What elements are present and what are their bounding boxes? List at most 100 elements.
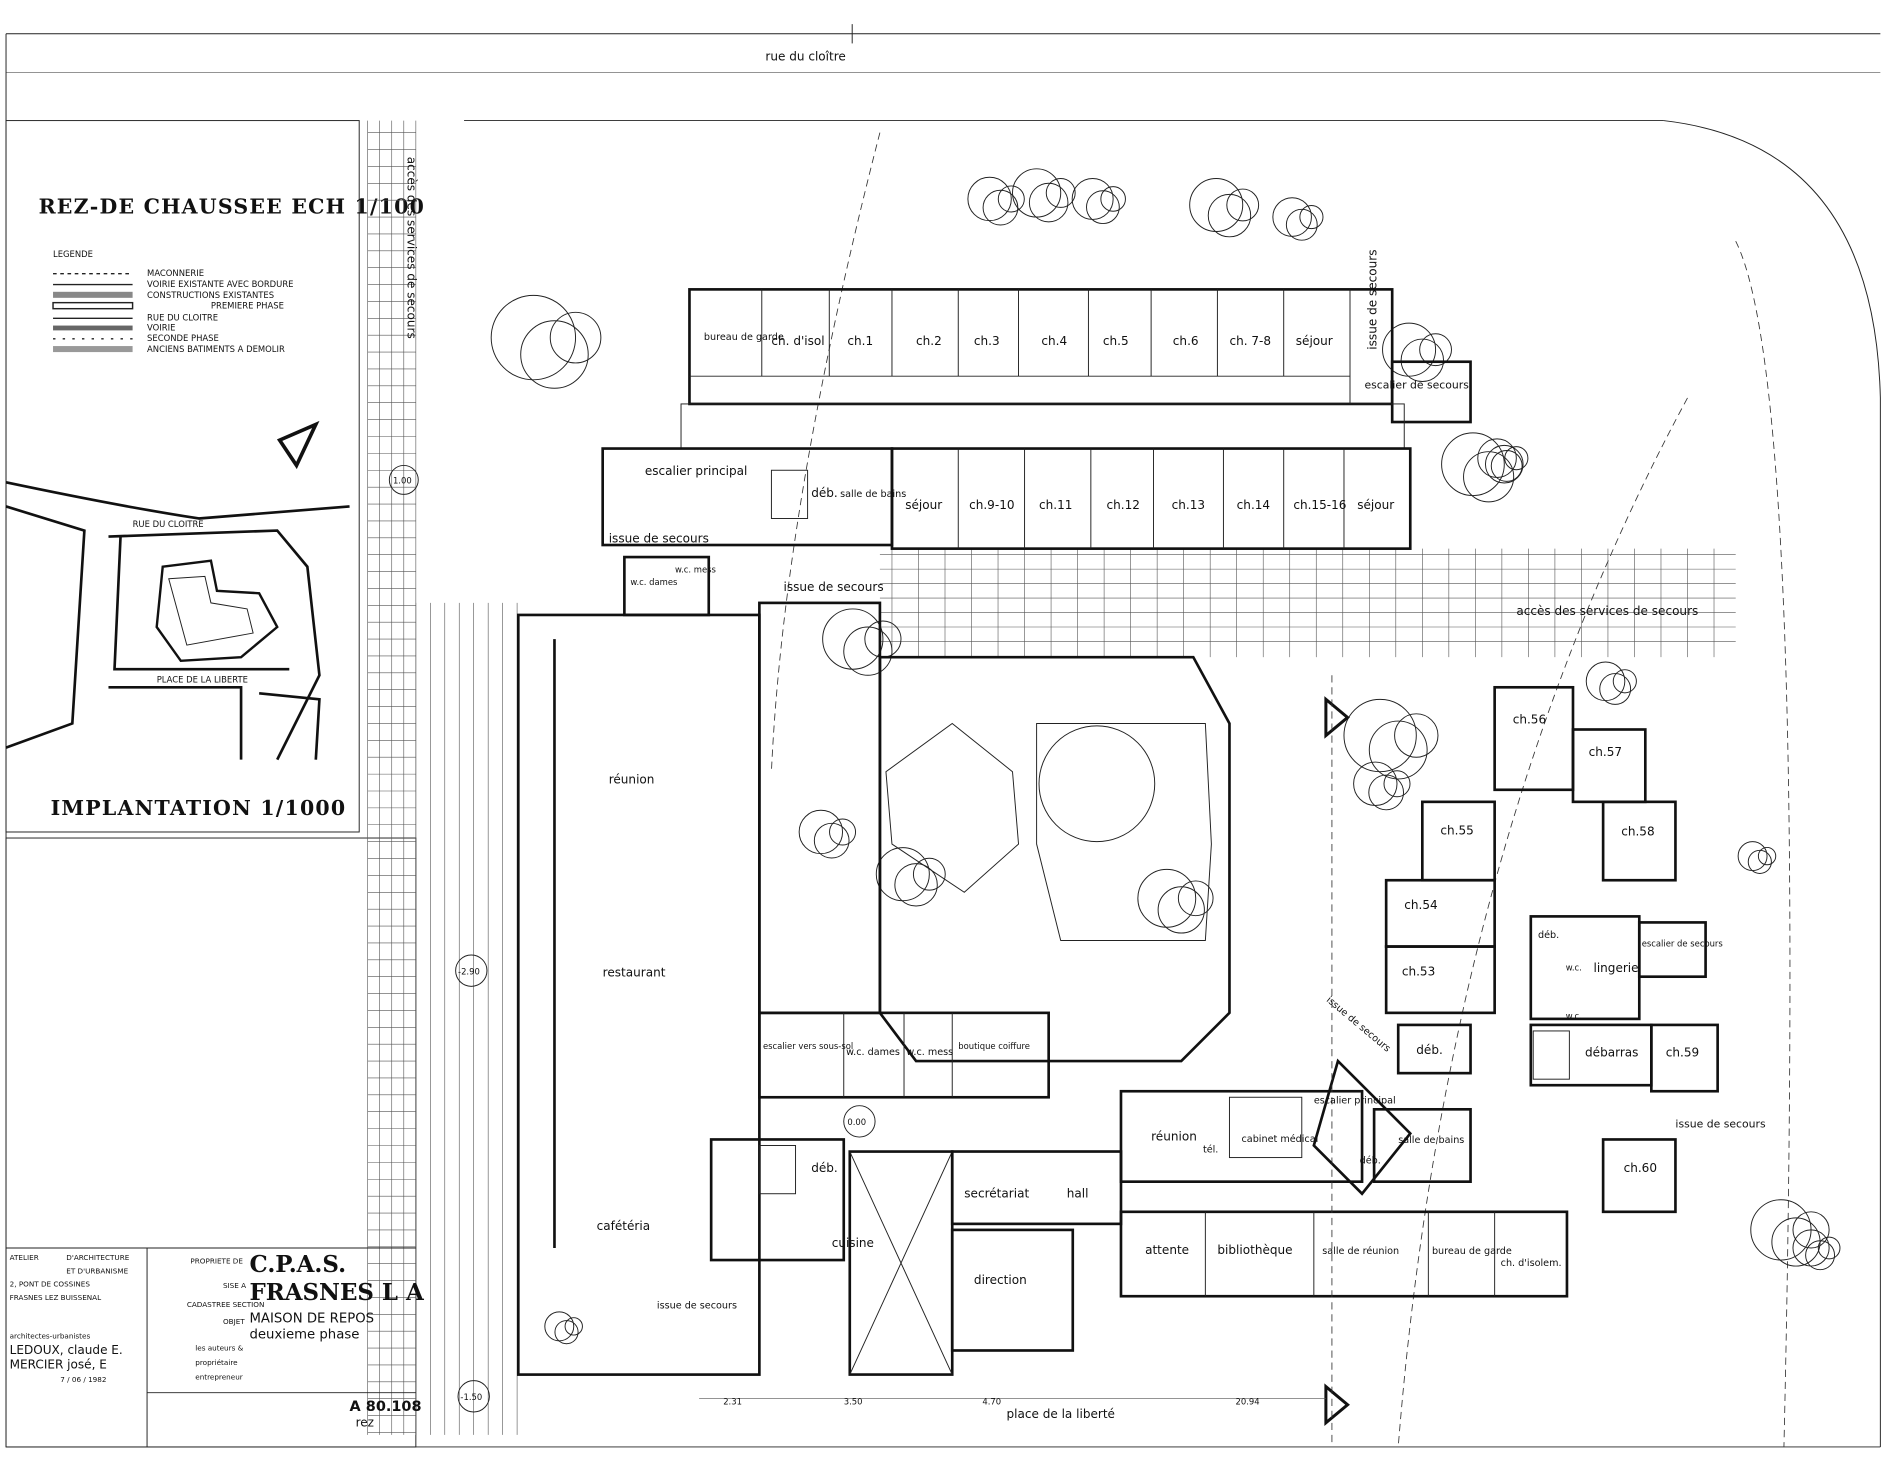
room-label: ch.55 [1440, 823, 1473, 837]
room-label: ch. d'isolem. [1501, 1258, 1562, 1269]
tree-icon [544, 1311, 575, 1342]
room-label: réunion [1151, 1130, 1197, 1144]
tree-icon [1737, 841, 1768, 872]
legend-item: MACONNERIE [147, 268, 204, 278]
legend-item: VOIRIE EXISTANTE AVEC BORDURE [147, 279, 293, 289]
room-label: ch.2 [916, 334, 942, 348]
tree-icon [1343, 698, 1417, 773]
room-label: issue de secours [1324, 995, 1392, 1055]
tree-icon [829, 818, 857, 846]
room-label: salle de réunion [1322, 1245, 1399, 1257]
svg-text:MAISON DE REPOS: MAISON DE REPOS [250, 1312, 375, 1327]
svg-text:4.70: 4.70 [982, 1397, 1001, 1407]
tree-icon [554, 1320, 579, 1345]
svg-text:LEDOUX, claude E.: LEDOUX, claude E. [10, 1343, 123, 1357]
tree-icon [1463, 451, 1515, 503]
access-label: accès des services de secours [1516, 604, 1698, 618]
room-label: ch.60 [1624, 1161, 1657, 1175]
room-label: séjour [905, 498, 942, 512]
site-frame [5, 24, 1881, 1448]
tree-icon [1383, 770, 1411, 798]
svg-text:A 80.108: A 80.108 [350, 1399, 422, 1415]
tree-icon [1419, 333, 1452, 367]
svg-text:propriétaire: propriétaire [195, 1358, 238, 1367]
legend-item: PREMIERE PHASE [211, 301, 284, 311]
svg-text:0.00: 0.00 [847, 1117, 866, 1127]
svg-text:LEGENDE: LEGENDE [53, 249, 93, 259]
svg-text:3.50: 3.50 [844, 1397, 863, 1407]
room-label: ch.1 [847, 334, 873, 348]
tree-icon [490, 294, 577, 381]
access-label: escalier de secours [1364, 378, 1469, 391]
tree-icon [997, 185, 1025, 213]
svg-text:OBJET: OBJET [223, 1317, 245, 1326]
room-label: déb. [1416, 1043, 1443, 1057]
svg-text:FRASNES LEZ BUISSENAL: FRASNES LEZ BUISSENAL [10, 1293, 101, 1302]
room-label: déb. [1538, 929, 1559, 941]
tree-icon [1071, 177, 1114, 220]
section-marker-icon [1324, 696, 1350, 739]
room-label: ch.12 [1107, 498, 1140, 512]
street-label-bottom: place de la liberté [1006, 1407, 1115, 1421]
room-label: déb. [811, 1161, 838, 1175]
room-label: w.c. [1566, 963, 1582, 973]
tree-icon [894, 863, 938, 907]
svg-text:D'ARCHITECTURE: D'ARCHITECTURE [66, 1253, 129, 1262]
room-label: escalier vers sous-sol [763, 1041, 853, 1051]
room-label: escalier principal [645, 464, 747, 478]
implantation-title: IMPLANTATION 1/1000 [51, 796, 347, 820]
room-label: escalier de secours [1642, 939, 1723, 949]
room-label: ch.14 [1237, 498, 1270, 512]
tree-icon [1045, 177, 1076, 208]
room-label: attente [1145, 1243, 1189, 1257]
room-label: issue de secours [783, 580, 883, 594]
tree-icon [1490, 449, 1523, 482]
tree-icon [1757, 846, 1777, 866]
room-label: w.c. dames [630, 577, 677, 587]
tree-icon [1599, 673, 1632, 705]
level-markers: 1.00 -2.90 0.00 -1.50 [388, 464, 876, 1413]
tree-icon [912, 857, 946, 891]
room-label: ch. 7-8 [1229, 334, 1271, 348]
room-label: ch.13 [1172, 498, 1205, 512]
tree-icon [1771, 1217, 1821, 1267]
building-walls [516, 288, 1719, 1447]
room-label: débarras [1585, 1045, 1638, 1059]
svg-text:2, PONT DE COSSINES: 2, PONT DE COSSINES [10, 1280, 91, 1289]
tree-icon [1100, 186, 1126, 212]
room-label: bureau de garde [1432, 1246, 1512, 1257]
tree-icon [1086, 190, 1120, 225]
tree-icon [1177, 880, 1214, 917]
room-label: w.c. mess [675, 565, 716, 575]
trees [490, 168, 1841, 1345]
legend-item: RUE DU CLOITRE [147, 313, 218, 323]
svg-text:PROPRIETE DE: PROPRIETE DE [190, 1257, 243, 1266]
tree-icon [520, 320, 589, 389]
room-label: cafétéria [597, 1219, 650, 1233]
room-label: ch.4 [1041, 334, 1067, 348]
svg-text:MERCIER josé, E: MERCIER josé, E [10, 1358, 107, 1372]
tree-icon [1612, 669, 1637, 694]
room-label: issue de secours [1675, 1117, 1766, 1130]
room-label: ch.6 [1173, 334, 1199, 348]
paving-hatch [367, 120, 1736, 1435]
room-label: secrétariat [964, 1186, 1029, 1200]
legend-item: CONSTRUCTIONS EXISTANTES [147, 290, 274, 300]
street-label-top: rue du cloître [765, 49, 845, 63]
svg-text:20.94: 20.94 [1235, 1397, 1259, 1407]
tree-icon [1272, 197, 1312, 237]
room-label: déb. [1360, 1155, 1381, 1167]
tree-icon [1299, 204, 1324, 230]
room-label: w.c. [1566, 1011, 1582, 1021]
svg-text:PLACE DE LA LIBERTE: PLACE DE LA LIBERTE [157, 674, 248, 684]
tree-icon [1137, 868, 1197, 928]
room-label: tél. [1203, 1144, 1218, 1156]
tree-icon [564, 1317, 583, 1336]
tree-icon [967, 176, 1012, 222]
tree-icon [1817, 1236, 1841, 1260]
tree-icon [1441, 432, 1505, 497]
legend-item: VOIRIE [147, 322, 175, 332]
svg-text:architectes-urbanistes: architectes-urbanistes [10, 1331, 91, 1340]
svg-text:CADASTREE SECTION: CADASTREE SECTION [187, 1300, 265, 1309]
